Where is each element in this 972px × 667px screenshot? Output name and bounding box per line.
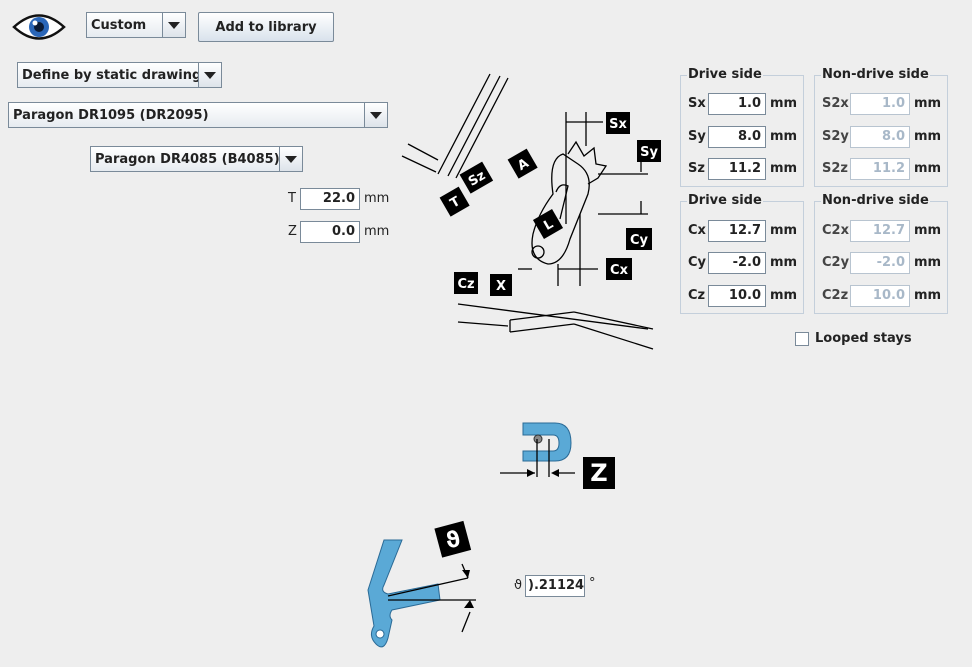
cx-label: Cx <box>688 223 706 238</box>
tag-x: X <box>490 274 512 296</box>
front-derailleur-dropdown[interactable]: Paragon DR4085 (B4085) <box>90 146 303 172</box>
sy-unit: mm <box>770 129 798 144</box>
s2z-field: 11.2 <box>850 158 910 180</box>
tag-a: A <box>507 148 538 179</box>
non-drive-side-c-group: Non-drive side <box>814 193 948 314</box>
drive-side-c-group: Drive side <box>680 193 804 314</box>
preset-value: Custom <box>91 17 147 33</box>
c2x-field: 12.7 <box>850 220 910 242</box>
z-field[interactable]: 0.0 <box>300 221 360 243</box>
tag-z: Z <box>583 457 615 489</box>
tag-cz: Cz <box>454 272 478 294</box>
tag-sx: Sx <box>606 112 630 134</box>
c2z-unit: mm <box>914 288 942 303</box>
rear-derailleur-value: Paragon DR1095 (DR2095) <box>13 107 209 123</box>
cy-unit: mm <box>770 255 798 270</box>
s2z-label: S2z <box>822 161 848 176</box>
t-field[interactable]: 22.0 <box>300 188 360 210</box>
svg-text:ϑ: ϑ <box>443 527 464 555</box>
z-offset-diagram: Z <box>500 422 615 489</box>
drive-side-s-group: Drive side <box>680 67 804 187</box>
svg-text:Cy: Cy <box>630 233 649 248</box>
cy-label: Cy <box>688 255 707 270</box>
svg-text:Z: Z <box>590 459 607 487</box>
group-title: Non-drive side <box>821 193 930 209</box>
front-derailleur-value: Paragon DR4085 (B4085) <box>95 151 279 167</box>
svg-text:Cx: Cx <box>610 263 629 278</box>
c2y-unit: mm <box>914 255 942 270</box>
t-label: T <box>288 191 296 206</box>
angle-symbol: ϑ <box>514 578 523 593</box>
cz-field[interactable]: 10.0 <box>708 285 766 307</box>
sy-label: Sy <box>688 129 706 144</box>
tag-sy: Sy <box>637 140 661 162</box>
dropout-diagram: Sx Sy A Sz T L Cy Cx Cz X <box>401 73 661 350</box>
cz-unit: mm <box>770 288 798 303</box>
chevron-down-icon[interactable] <box>198 63 221 87</box>
cz-label: Cz <box>688 288 706 303</box>
sx-unit: mm <box>770 96 798 111</box>
s2x-unit: mm <box>914 96 942 111</box>
tag-cy: Cy <box>626 228 652 250</box>
define-mode-value: Define by static drawing <box>22 67 198 83</box>
s2x-label: S2x <box>822 96 849 111</box>
sy-field[interactable]: 8.0 <box>708 126 766 148</box>
group-title: Drive side <box>687 67 763 83</box>
c2y-label: C2y <box>822 255 850 270</box>
preset-dropdown[interactable]: Custom <box>86 12 186 38</box>
tag-l: L <box>532 208 564 240</box>
chevron-down-icon[interactable] <box>279 147 302 171</box>
svg-text:Cz: Cz <box>457 277 474 292</box>
sz-unit: mm <box>770 161 798 176</box>
c2z-label: C2z <box>822 288 849 303</box>
tag-cx: Cx <box>606 258 632 280</box>
sz-label: Sz <box>688 161 705 176</box>
group-title: Drive side <box>687 193 763 209</box>
s2z-unit: mm <box>914 161 942 176</box>
svg-text:Sy: Sy <box>640 145 658 160</box>
z-label: Z <box>288 224 297 239</box>
angle-unit: ° <box>589 576 596 591</box>
s2y-label: S2y <box>822 129 849 144</box>
c2y-field: -2.0 <box>850 252 910 274</box>
s2y-field: 8.0 <box>850 126 910 148</box>
define-mode-dropdown[interactable]: Define by static drawing <box>17 62 222 88</box>
chevron-down-icon[interactable] <box>364 103 387 127</box>
svg-text:Sx: Sx <box>609 117 627 132</box>
svg-text:X: X <box>496 279 506 294</box>
t-unit: mm <box>364 191 390 206</box>
angle-field[interactable]: ).21124 <box>525 575 585 597</box>
chevron-down-icon[interactable] <box>162 13 185 37</box>
s2y-unit: mm <box>914 129 942 144</box>
rear-derailleur-dropdown[interactable]: Paragon DR1095 (DR2095) <box>8 102 388 128</box>
tag-t: T <box>439 186 470 217</box>
z-unit: mm <box>364 224 390 239</box>
svg-text:Sz: Sz <box>466 168 488 189</box>
sx-label: Sx <box>688 96 706 111</box>
tag-theta: ϑ <box>434 520 472 558</box>
add-to-library-button[interactable]: Add to library <box>198 12 334 42</box>
s2x-field: 1.0 <box>850 93 910 115</box>
cy-field[interactable]: -2.0 <box>708 252 766 274</box>
eye-icon[interactable] <box>12 10 66 44</box>
c2x-label: C2x <box>822 223 849 238</box>
looped-stays-checkbox[interactable] <box>795 332 809 346</box>
group-title: Non-drive side <box>821 67 930 83</box>
cx-field[interactable]: 12.7 <box>708 220 766 242</box>
sx-field[interactable]: 1.0 <box>708 93 766 115</box>
cx-unit: mm <box>770 223 798 238</box>
non-drive-side-s-group: Non-drive side <box>814 67 948 187</box>
c2x-unit: mm <box>914 223 942 238</box>
angle-diagram: ϑ <box>367 520 476 648</box>
tag-sz: Sz <box>459 161 494 194</box>
looped-stays-label: Looped stays <box>815 331 912 346</box>
c2z-field: 10.0 <box>850 285 910 307</box>
sz-field[interactable]: 11.2 <box>708 158 766 180</box>
